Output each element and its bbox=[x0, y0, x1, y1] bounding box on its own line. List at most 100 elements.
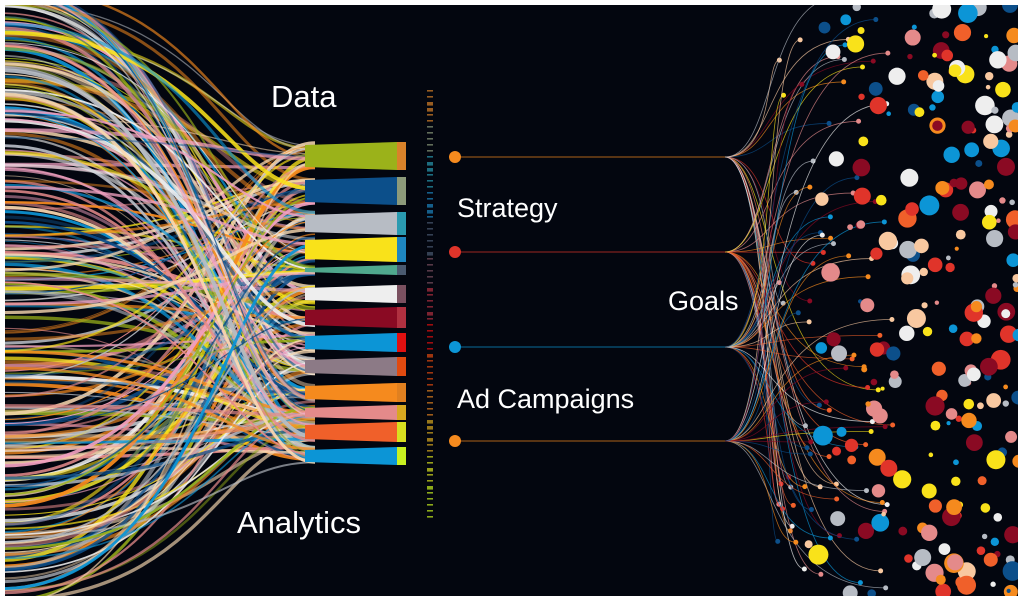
cloud-dot bbox=[963, 398, 975, 410]
cloud-dot bbox=[875, 194, 887, 206]
flow-line bbox=[5, 220, 316, 420]
cloud-dot bbox=[898, 526, 908, 536]
cloud-dot bbox=[911, 24, 917, 30]
cloud-dot bbox=[804, 540, 813, 549]
fan-end-dot bbox=[884, 502, 890, 508]
cloud-dot bbox=[957, 575, 977, 595]
strip-tick bbox=[427, 186, 433, 188]
cloud-dot bbox=[977, 402, 984, 410]
cloud-dot bbox=[938, 543, 951, 556]
flow-band bbox=[305, 177, 397, 205]
cloud-dot bbox=[961, 412, 977, 429]
cloud-dot bbox=[906, 308, 926, 328]
band-cap bbox=[397, 265, 406, 275]
cloud-dot bbox=[989, 51, 1007, 69]
cloud-dot bbox=[945, 408, 958, 420]
strip-tick bbox=[427, 96, 433, 98]
cloud-dot bbox=[1008, 119, 1018, 133]
flow-line bbox=[5, 404, 316, 418]
cloud-dot bbox=[999, 197, 1006, 204]
flow-line bbox=[5, 5, 316, 182]
flow-band bbox=[305, 357, 397, 376]
cloud-dot bbox=[880, 386, 885, 391]
cloud-dot bbox=[986, 393, 1002, 408]
cloud-dot bbox=[1003, 384, 1009, 390]
cloud-dot bbox=[832, 446, 842, 456]
fan-line bbox=[724, 103, 887, 442]
fan-line bbox=[724, 59, 780, 158]
fan-line bbox=[724, 440, 811, 443]
cloud-dot bbox=[899, 240, 917, 259]
band-cap bbox=[397, 383, 406, 402]
fan-line bbox=[724, 81, 844, 158]
fan-line bbox=[724, 66, 863, 253]
flow-line bbox=[5, 420, 316, 451]
strip-tick bbox=[427, 456, 433, 458]
fan-end-dot bbox=[795, 310, 801, 316]
flow-line bbox=[45, 161, 316, 596]
cloud-dot bbox=[1001, 309, 1011, 319]
cloud-dot bbox=[853, 187, 871, 205]
strip-tick bbox=[427, 246, 433, 248]
fan-end-dot bbox=[826, 407, 832, 413]
strip-tick bbox=[427, 510, 433, 512]
flow-line bbox=[5, 201, 316, 468]
cloud-dot bbox=[860, 298, 875, 313]
cloud-dot bbox=[979, 357, 998, 376]
strip-tick bbox=[427, 324, 433, 326]
flow-line bbox=[5, 196, 316, 496]
fan-line bbox=[724, 251, 865, 368]
fan-end-dot bbox=[826, 454, 832, 460]
cloud-dot bbox=[846, 35, 865, 53]
fan-line bbox=[724, 19, 876, 348]
strip-tick bbox=[427, 192, 433, 194]
cloud-dot bbox=[904, 29, 921, 46]
cloud-dot bbox=[986, 229, 1004, 248]
strip-tick bbox=[427, 198, 433, 200]
fan-end-dot bbox=[820, 249, 826, 255]
strip-tick bbox=[427, 366, 433, 368]
cloud-dot bbox=[828, 151, 844, 167]
cloud-dot bbox=[847, 455, 857, 465]
cloud-dot bbox=[868, 82, 883, 96]
fan-end-dot bbox=[849, 356, 855, 362]
fan-end-dot bbox=[834, 496, 840, 502]
cloud-dot bbox=[942, 31, 950, 39]
cloud-dot bbox=[952, 203, 969, 221]
fan-end-dot bbox=[827, 535, 833, 541]
fan-end-dot bbox=[807, 184, 813, 190]
fan-line bbox=[724, 401, 827, 442]
cloud-dot bbox=[831, 345, 848, 362]
fan-end-dot bbox=[870, 58, 876, 64]
cloud-dot bbox=[914, 549, 932, 567]
cloud-dot bbox=[995, 81, 1011, 98]
cloud-dot bbox=[921, 483, 937, 499]
strip-tick bbox=[427, 114, 433, 116]
fan-line bbox=[724, 251, 868, 388]
fan-line bbox=[724, 156, 885, 512]
label-data: Data bbox=[271, 79, 337, 114]
strip-tick bbox=[427, 264, 433, 266]
cloud-dot bbox=[981, 533, 988, 540]
flow-line bbox=[5, 338, 316, 548]
cloud-dot bbox=[932, 52, 937, 58]
fan-end-dot bbox=[793, 539, 799, 545]
node-dot bbox=[449, 341, 461, 353]
cloud-dot bbox=[996, 157, 1015, 176]
cloud-dot bbox=[815, 342, 828, 354]
strip-tick bbox=[427, 330, 433, 332]
fan-end-dot bbox=[879, 500, 885, 506]
cloud-dot bbox=[914, 107, 925, 118]
strip-tick bbox=[427, 156, 433, 158]
cloud-dot bbox=[900, 168, 919, 187]
strip-tick bbox=[427, 408, 433, 410]
cloud-dot bbox=[1002, 561, 1018, 581]
strip-tick bbox=[427, 180, 433, 182]
fan-line bbox=[724, 251, 821, 575]
fan-line bbox=[724, 255, 849, 442]
fan-line bbox=[724, 201, 876, 348]
strip-tick bbox=[427, 450, 433, 452]
label-ad-campaigns: Ad Campaigns bbox=[457, 384, 635, 414]
fan-end-dot bbox=[793, 189, 799, 195]
fan-end-dot bbox=[863, 442, 869, 448]
